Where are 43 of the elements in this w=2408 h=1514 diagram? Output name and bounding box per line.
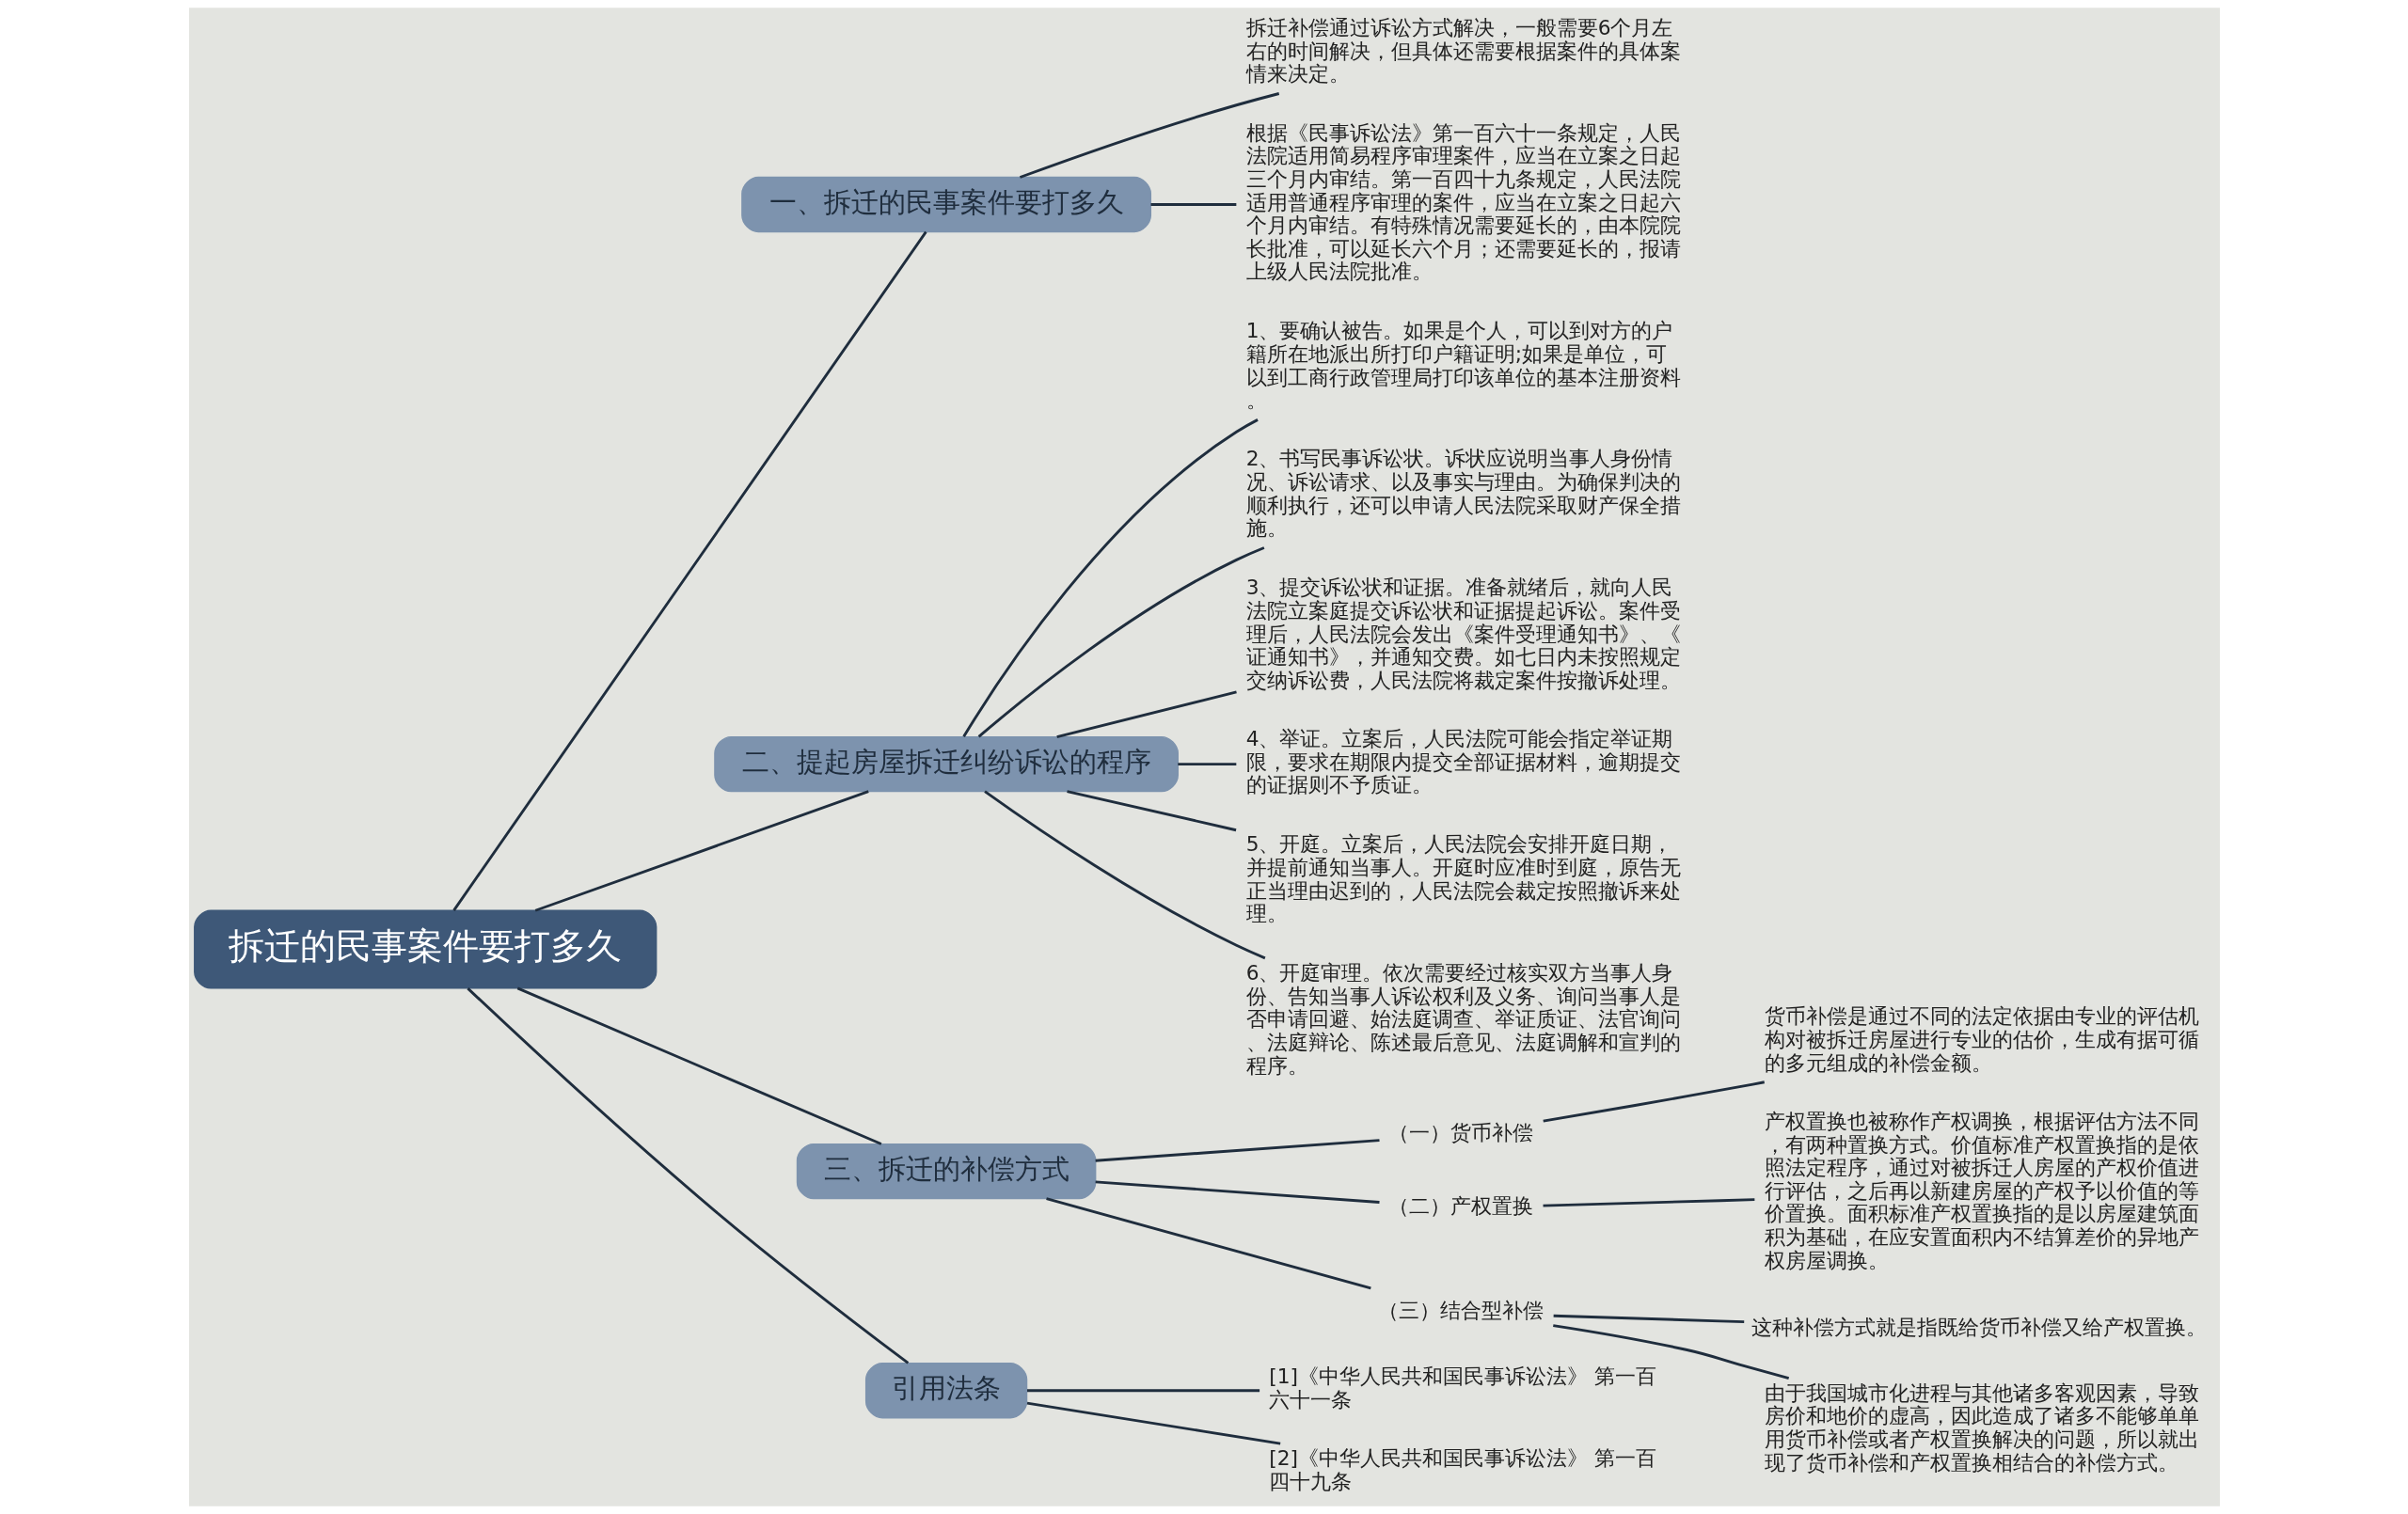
node-text: 根据《民事诉讼法》第一百六十一条规定，人民法院适用简易程序审理案件，应当在立案之日起三个月内审结。第一百四十九条规定，人民法院适用普通程序审理的案件，应当在立案之日起六个月内审结。有特殊情况需要延长的，由本院院长批准，可以延长六个月；还需要延长的，报请上级人民法院批准。 [1245, 120, 1681, 284]
node-text: 1、要确认被告。如果是个人，可以到对方的户籍所在地派出所打印户籍证明;如果是单位，可以到工商行政管理局打印该单位的基本注册资料。 [1245, 319, 1681, 413]
connector [961, 418, 1259, 738]
node-box: 一、拆迁的民事案件要打多久 [740, 176, 1151, 233]
node-box: 引用法条 [864, 1363, 1027, 1419]
connector [977, 546, 1264, 738]
connector [1045, 1197, 1371, 1290]
node-text: 由于我国城市化进程与其他诸多客观因素，导致房价和地价的虚高，因此造成了诸多不能够单单用货币补偿或者产权置换解决的问题，所以就出现了货币补偿和产权置换相结合的补偿方式。 [1764, 1380, 2199, 1475]
connector [1553, 1314, 1744, 1324]
connector [1543, 1198, 1754, 1207]
node-text: 这种补偿方式就是指既给货币补偿又给产权置换。 [1751, 1315, 2207, 1339]
node-text: （一）货币补偿 [1387, 1120, 1533, 1144]
node-text: 6、开庭审理。依次需要经过核实双方当事人身份、告知当事人诉讼权利及义务、询问当事人是否申请回避、始法庭调查、举证质证、法官询问、法庭辩论、陈述最后意见、法庭调解和宣判的程序。 [1245, 961, 1681, 1078]
node-box: 三、拆迁的补偿方式 [796, 1143, 1096, 1200]
connector [1150, 203, 1236, 206]
connector [1026, 1389, 1259, 1393]
node-text: 5、开庭。立案后，人民法院会安排开庭日期，并提前通知当事人。开庭时应准时到庭，原告无正当理由迟到的，人民法院会裁定按照撤诉来处理。 [1245, 832, 1681, 926]
node-box: 二、提起房屋拆迁纠纷诉讼的程序 [713, 735, 1179, 793]
node-text: （二）产权置换 [1387, 1193, 1533, 1218]
node-text: [2]《中华人民共和国民事诉讼法》 第一百四十九条 [1268, 1446, 1656, 1493]
node-text: 拆迁补偿通过诉讼方式解决，一般需要6个月左右的时间解决，但具体还需要根据案件的具体案情来决定。 [1245, 16, 1681, 87]
connector [1095, 1139, 1380, 1162]
node-box: 拆迁的民事案件要打多久 [193, 909, 657, 989]
node-text: 货币补偿是通过不同的法定依据由专业的评估机构对被拆迁房屋进行专业的估价，生成有据可循的多元组成的补偿金额。 [1764, 1004, 2199, 1075]
connector [1019, 92, 1279, 179]
node-text: 产权置换也被称作产权调换，根据评估方法不同，有两种置换方式。价值标准产权置换指的是依照法定程序，通过对被拆迁人房屋的产权价值进行评估，之后再以新建房屋的产权予以价值的等价置换。面积标准产权置换指的是以房屋建筑面积为基础，在应安置面积内不结算差价的异地产权房屋调换。 [1764, 1109, 2199, 1272]
node-text: 2、书写民事诉讼状。诉状应说明当事人身份情况、诉讼请求、以及事实与理由。为确保判决的顺利执行，还可以申请人民法院采取财产保全措施。 [1245, 447, 1681, 541]
node-text: （三）结合型补偿 [1377, 1299, 1544, 1323]
connector [516, 986, 881, 1145]
node-text: 4、举证。立案后，人民法院可能会指定举证期限，要求在期限内提交全部证据材料，逾期提交的证据则不予质证。 [1245, 727, 1681, 797]
connector [452, 230, 927, 911]
connector [1542, 1080, 1765, 1123]
connector [534, 790, 869, 912]
connector [1055, 690, 1237, 738]
connector [1026, 1401, 1280, 1445]
connector [1066, 790, 1236, 832]
connector [1095, 1180, 1380, 1204]
node-text: 3、提交诉讼状和证据。准备就绪后，就向人民法院立案庭提交诉讼状和证据提起诉讼。案件受理后，人民法院会发出《案件受理通知书》、《证通知书》，并通知交费。如七日内未按照规定交纳诉讼费，人民法院将裁定案件按撤诉处理。 [1245, 576, 1681, 692]
node-text: [1]《中华人民共和国民事诉讼法》 第一百六十一条 [1268, 1364, 1656, 1412]
connector [466, 987, 909, 1364]
connector [1177, 763, 1236, 766]
connector [983, 790, 1265, 960]
connector [1552, 1324, 1789, 1380]
